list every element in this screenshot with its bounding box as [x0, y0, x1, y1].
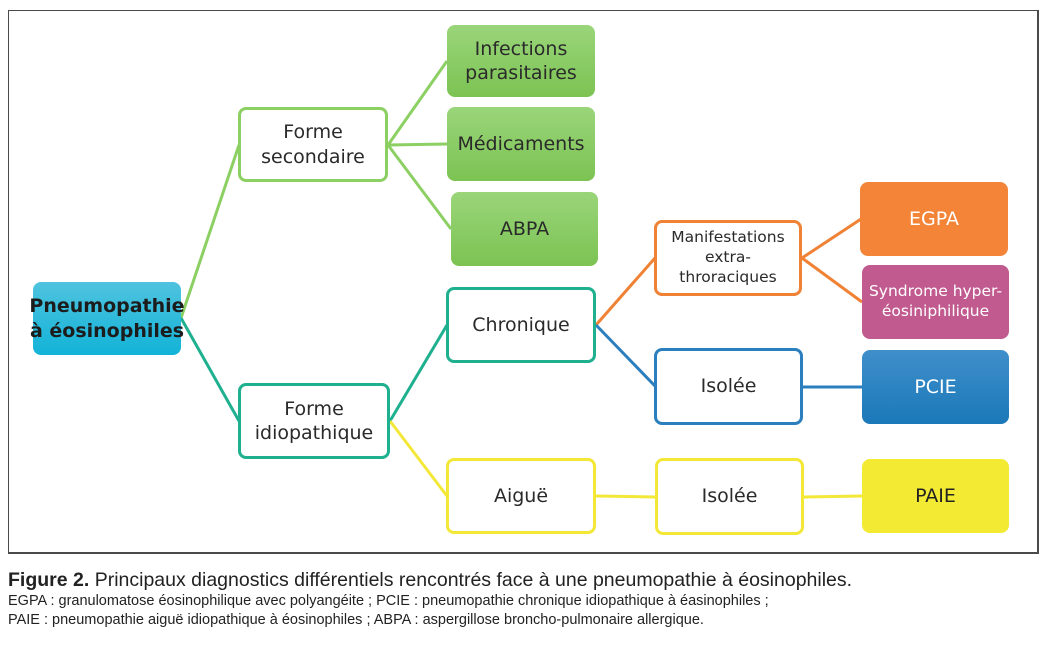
abpa-node: ABPA: [451, 192, 598, 266]
caption-title-text: Principaux diagnostics différentiels ren…: [89, 569, 853, 591]
link-chronic-extra: [594, 257, 657, 326]
caption-title: Figure 2. Principaux diagnostics différe…: [8, 568, 1043, 592]
hypereosinophilic-syndrome-label: Syndrome hyper- éosiniphilique: [868, 282, 1003, 320]
paie-node: PAIE: [862, 459, 1009, 533]
figure-number: Figure 2.: [8, 569, 90, 591]
root-node: Pneumopathie à éosinophiles: [29, 282, 185, 355]
link-secondary-medicaments: [387, 142, 448, 147]
link-extra-egpa: [801, 217, 862, 260]
link-secondary-infections: [386, 60, 449, 146]
link-idiopathic-acute: [388, 420, 449, 497]
egpa-node: EGPA: [860, 182, 1008, 256]
acute-isolated-label: Isolée: [701, 485, 758, 508]
paie-label: PAIE: [915, 484, 956, 507]
caption-abbreviations-line-1: EGPA : granulomatose éosinophilique avec…: [8, 593, 769, 609]
acute-label: Aiguë: [493, 484, 549, 507]
idiopathic-form-label: Forme idiopathique: [254, 397, 374, 444]
abpa-label: ABPA: [499, 217, 550, 240]
secondary-form-label: Forme secondaire: [261, 121, 365, 168]
parasitic-infections-node: Infections parasitaires: [447, 25, 595, 97]
link-root-idiopathic: [179, 317, 241, 422]
caption-abbreviations-line-2: PAIE : pneumopathie aiguë idiopathique à…: [8, 612, 704, 628]
parasitic-infections-label: Infections parasitaires: [465, 37, 577, 84]
pcie-node: PCIE: [862, 350, 1009, 424]
link-extra-she: [801, 256, 863, 304]
chronic-node: Chronique: [446, 287, 596, 363]
link-secondary-abpa: [386, 144, 453, 230]
link-acute-isolated: [595, 494, 656, 499]
link-chronic-isolated: [594, 323, 657, 388]
medications-node: Médicaments: [447, 107, 595, 181]
egpa-label: EGPA: [909, 207, 959, 230]
extrathoracic-manifestations-node: Manifestations extra- throraciques: [654, 220, 802, 296]
link-idiopathic-chronic: [388, 324, 449, 422]
root-label: Pneumopathie à éosinophiles: [29, 295, 185, 342]
pcie-label: PCIE: [914, 375, 957, 398]
link-root-secondary: [179, 144, 241, 319]
chronic-label: Chronique: [472, 313, 570, 336]
figure-frame: [8, 10, 1039, 554]
acute-node: Aiguë: [446, 458, 596, 534]
figure-caption: Figure 2. Principaux diagnostics différe…: [8, 568, 1043, 630]
extrathoracic-manifestations-label: Manifestations extra- throraciques: [671, 228, 785, 286]
chronic-isolated-label: Isolée: [700, 375, 757, 398]
idiopathic-form-node: Forme idiopathique: [238, 383, 390, 459]
medications-label: Médicaments: [457, 132, 585, 155]
link-isolated-paie: [803, 494, 863, 499]
acute-isolated-node: Isolée: [655, 458, 804, 535]
hypereosinophilic-syndrome-node: Syndrome hyper- éosiniphilique: [862, 265, 1009, 339]
chronic-isolated-node: Isolée: [654, 348, 803, 425]
secondary-form-node: Forme secondaire: [238, 107, 388, 182]
